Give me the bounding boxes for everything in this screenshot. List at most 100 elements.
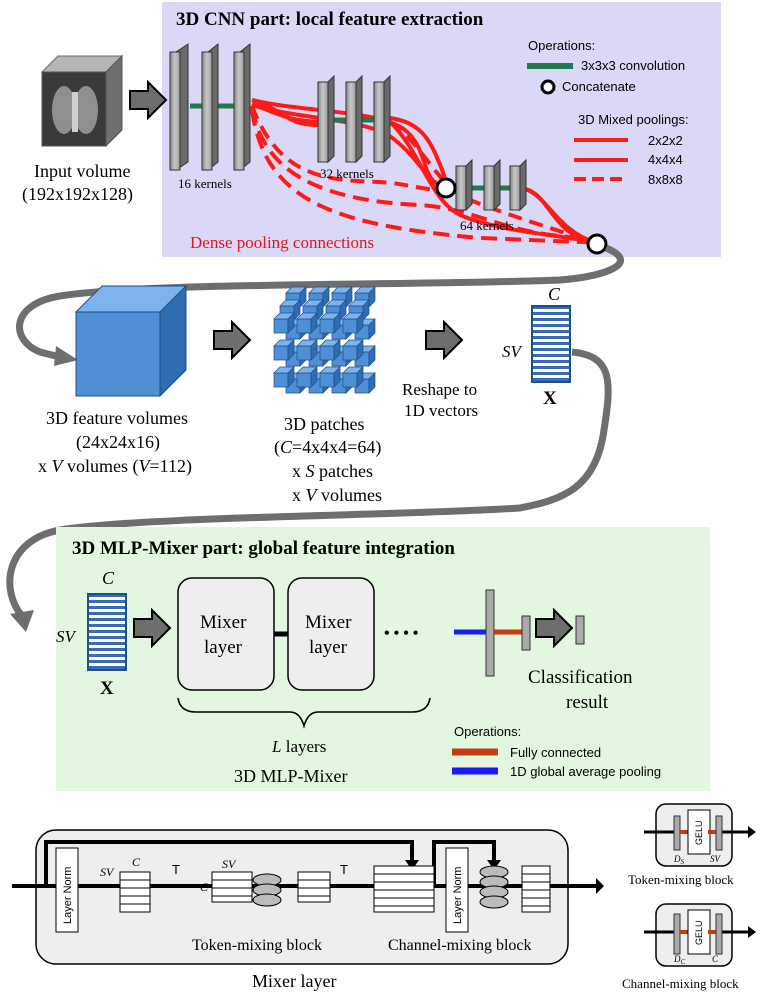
concat-node-1 [435,177,457,199]
kernels-32 [317,74,391,164]
input-volume-icon [40,54,124,148]
gap-bar [485,589,495,677]
concat-node-2 [586,233,608,255]
fc-bar [521,615,531,651]
channel-inset-arrow-icon [748,926,756,938]
layernorm-1-label: Layer Norm [62,867,74,924]
patches-v: x V volumes [292,485,382,505]
pool-legend-title: 3D Mixed poolings: [578,112,689,127]
layernorm-1 [55,847,79,933]
matrix-5 [521,865,551,913]
kernels-16 [169,42,251,172]
feature-volumes-count: x V volumes (V=112) [38,456,192,477]
classification-label: Classification [528,667,633,688]
mixer-c-label: C [102,568,115,588]
detail-c-2: C [200,880,209,894]
mixer-layer-1-label-a: Mixer [200,612,247,633]
arrow-input-icon [129,81,167,119]
token-block-label: Token-mixing block [192,937,322,954]
token-inset-title: Token-mixing block [628,872,734,887]
kernels-32-label: 32 kernels [320,166,374,181]
cnn-title: 3D CNN part: local feature extraction [176,9,484,30]
skip-1 [44,840,414,886]
layernorm-2-label: Layer Norm [452,867,464,924]
mixer-sv-label: SV [56,627,78,646]
mixer-panel [56,527,710,791]
matrix-4 [373,865,435,913]
channel-dc: DC [673,954,686,966]
cnn-ops-title: Operations: [528,38,595,53]
channel-gelu-label: GELU [694,920,704,945]
result-label: result [566,692,609,713]
legend-gap-label: 1D global average pooling [510,764,661,779]
kernels-64 [455,158,527,212]
token-mlp [252,873,282,907]
token-gelu-label: GELU [694,820,704,845]
ellipsis: • • • • [384,625,418,642]
mlp-mixer-name: 3D MLP-Mixer [234,766,348,786]
matrix-3 [297,871,331,903]
connector-vector-to-mixer [6,348,612,619]
patches-s: x S patches [292,461,373,481]
matrix-2 [211,871,253,903]
layers-brace [177,697,431,729]
feature-volumes-size: (24x24x16) [76,432,160,453]
mixer-layer-label: Mixer layer [252,971,336,991]
vector-x-label: X [543,388,557,409]
mixer-ops-title: Operations: [454,724,521,739]
detail-t-2: T [340,862,348,877]
cnn-panel [162,2,721,257]
legend-concat-label: Concatenate [562,79,636,94]
reshape-label-1: Reshape to [402,380,477,399]
detail-out-arrow-icon [596,878,604,894]
dense-pooling-curves [250,98,595,244]
mixer-x-matrix [87,593,127,671]
kernels-64-label: 64 kernels [460,218,514,233]
arrow-cube-icon [213,321,251,359]
legend-fc-label: Fully connected [510,745,601,760]
vector-sv-label: SV [502,342,524,361]
matrix-1 [119,871,151,913]
mixer-layer-2 [287,577,375,691]
legend-pool3-label: 8x8x8 [648,172,683,187]
legend-conv-label: 3x3x3 convolution [581,58,685,73]
detail-sv-2: SV [222,857,237,871]
detail-c-1: C [132,855,141,869]
feature-volumes-label: 3D feature volumes [46,408,188,428]
mixer-layer-2-label-a: Mixer [305,612,352,633]
input-volume-size: (192x192x128) [22,184,133,205]
patches-label: 3D patches [284,414,364,434]
connector-cnn-to-volumes [16,244,624,361]
channel-inset-title: Channel-mixing block [622,976,739,991]
output-bar [575,615,585,645]
vector-c-label: C [548,284,561,304]
token-inset-arrow-icon [748,826,756,838]
layers-count-label: L layers [271,737,326,756]
mixer-layer-1 [177,577,275,691]
channel-c: C [712,954,719,964]
detail-sv-1: SV [100,865,115,879]
token-inset-bar-1 [673,815,681,851]
kernels-16-label: 16 kernels [178,176,232,191]
skip-1-head-icon [405,860,419,870]
legend-pool1-label: 2x2x2 [648,133,683,148]
detail-t-1: T [172,862,180,877]
mixer-title: 3D MLP-Mixer part: global feature integr… [72,538,455,559]
token-inset-bar-2 [715,815,723,851]
layernorm-2 [445,847,469,933]
mixer-layer-2-label-b: layer [309,637,348,658]
skip-2-head-icon [487,860,501,870]
token-ds: DS [673,854,685,866]
dense-pooling-label: Dense pooling connections [190,233,374,252]
reshape-label-2: 1D vectors [404,401,478,420]
channel-inset-bar-2 [715,913,723,955]
feature-volume-cube [74,284,188,398]
input-volume-label: Input volume [34,161,131,181]
skip-2 [432,840,496,886]
legend-concat-icon [540,79,556,95]
connector-head-1-icon [54,346,78,366]
vector-x-matrix [531,305,571,383]
connector-head-2-icon [10,610,34,632]
channel-mlp [479,865,509,909]
